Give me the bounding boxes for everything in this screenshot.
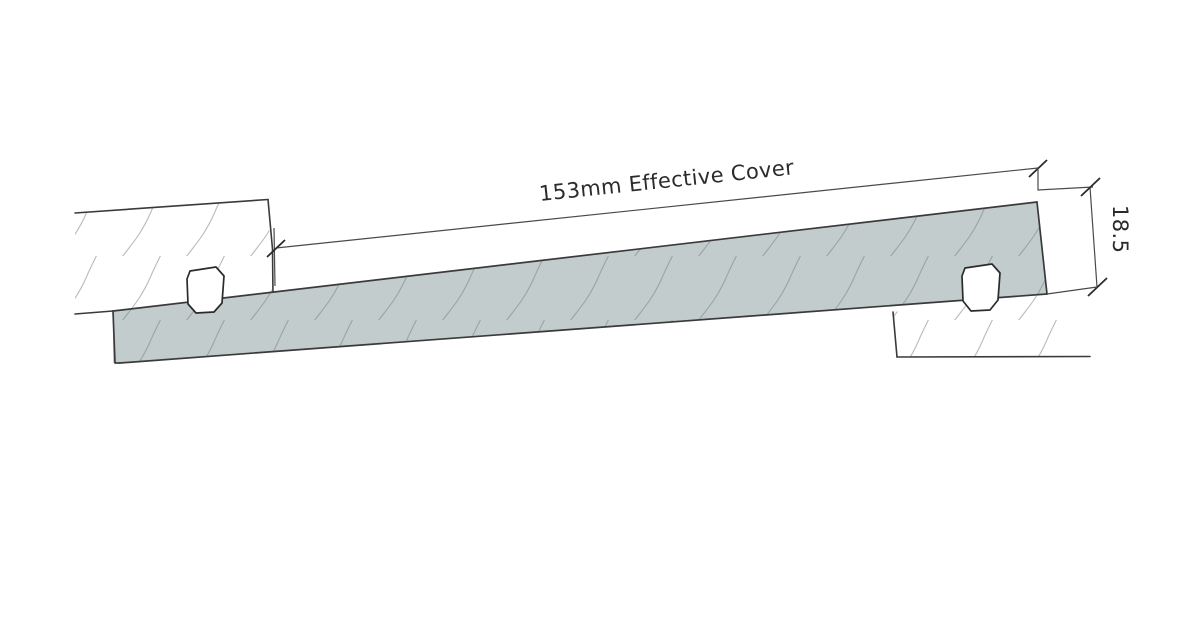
thickness-label: 18.5	[1108, 205, 1132, 253]
fixing-nail-left	[186, 266, 225, 314]
effective-cover-label: 153mm Effective Cover	[538, 155, 795, 206]
lower-tile-right	[892, 295, 1091, 358]
dimension-tick-left	[266, 239, 286, 258]
dimension-tick-bottom	[1087, 277, 1108, 297]
dimension-tick-top	[1080, 177, 1101, 197]
interlocking-tile-center	[112, 201, 1048, 364]
fixing-nail-right	[961, 263, 1001, 312]
dimension-thickness: 18.5	[1046, 177, 1132, 297]
